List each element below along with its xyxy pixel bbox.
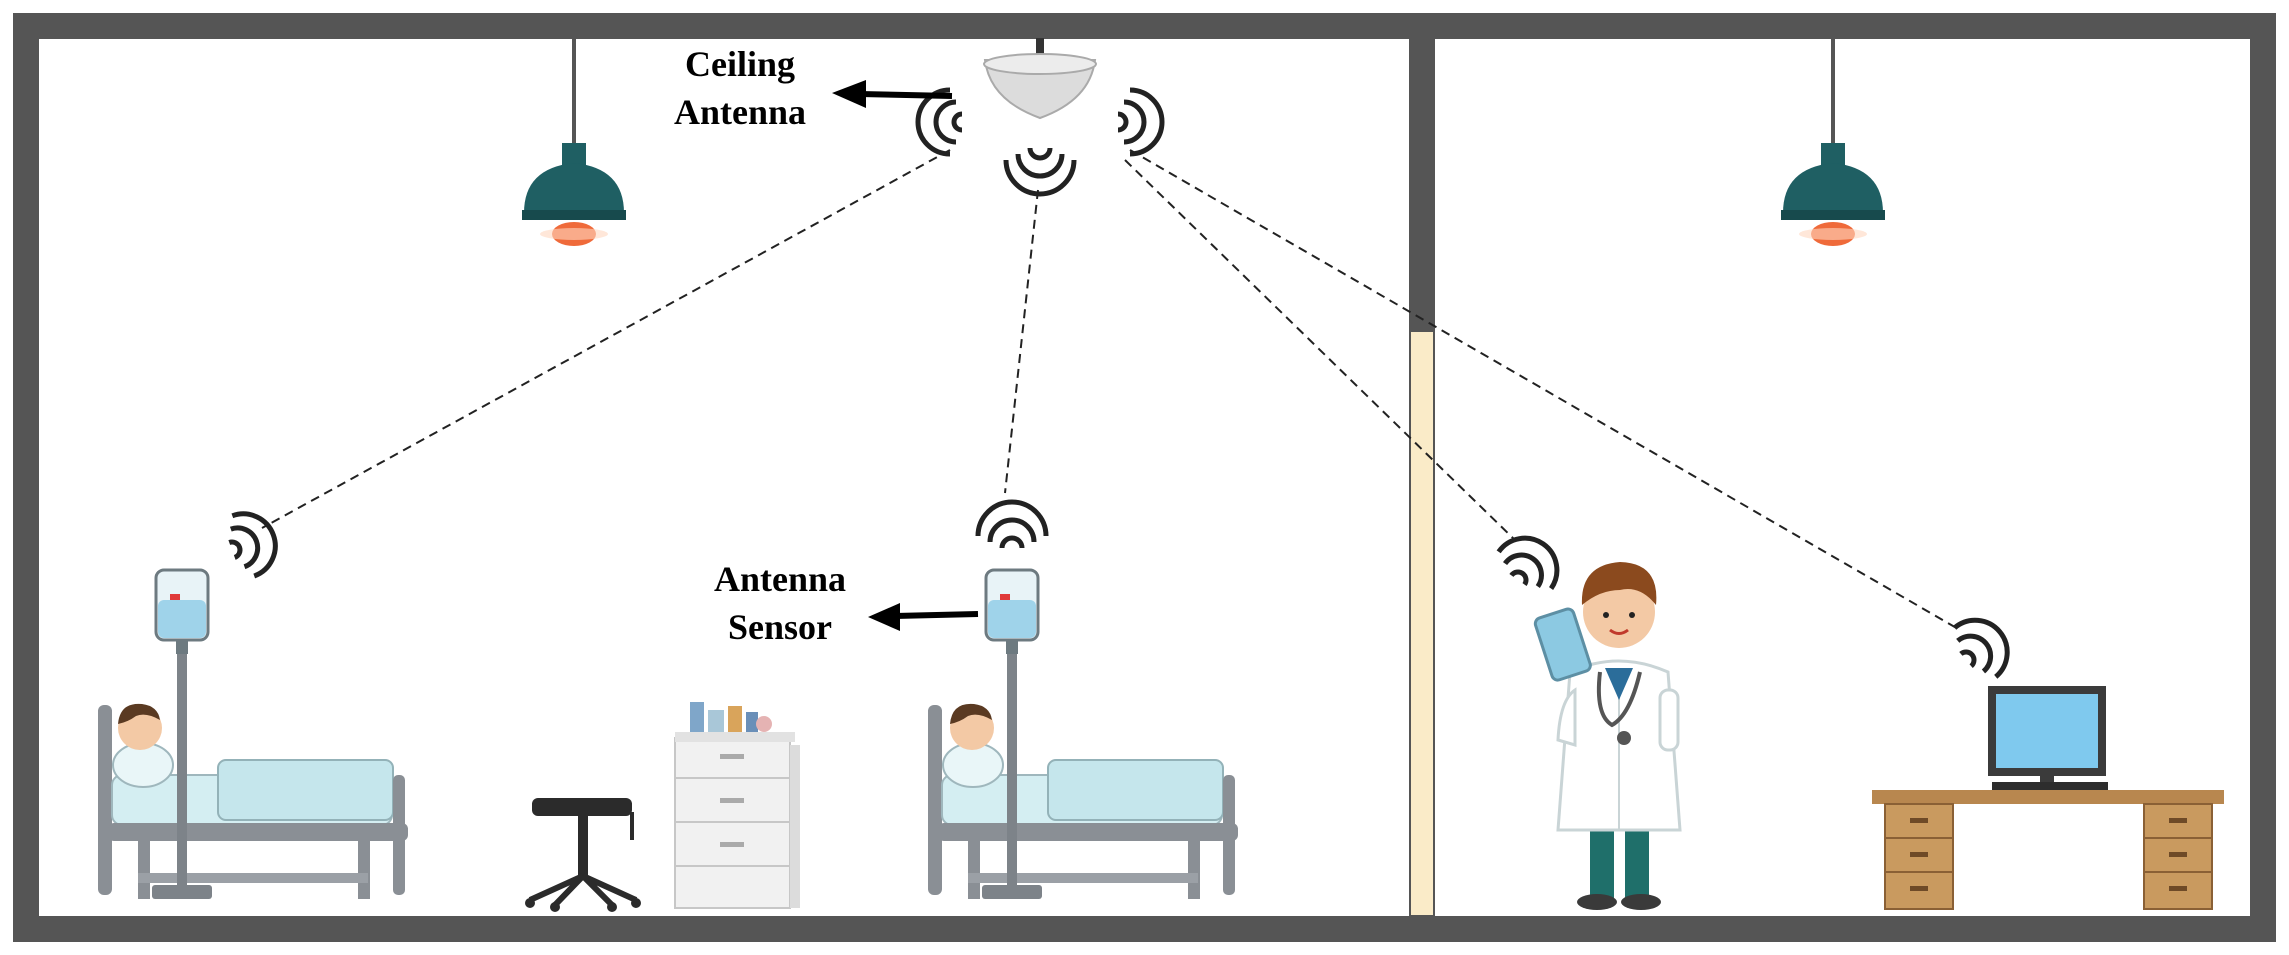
- signal-links: [261, 149, 1961, 631]
- wifi-signal-icon: [1945, 607, 2020, 684]
- room-walls: [13, 13, 2276, 942]
- wifi-signal-icon: [1492, 526, 1570, 599]
- tablet-icon: [1533, 607, 1592, 682]
- antenna-sensor-label-line2: Sensor: [727, 607, 832, 647]
- doctor-icon: [1533, 562, 1682, 910]
- ceiling-antenna-icon: [983, 38, 1097, 120]
- ceiling-antenna-label-line2: Antenna: [673, 92, 807, 132]
- wifi-signal-icon: [1118, 90, 1162, 154]
- door: [1409, 330, 1435, 917]
- patient-icon: [118, 703, 162, 750]
- wifi-signal-icon: [1006, 148, 1074, 194]
- monitor-icon: [1988, 686, 2108, 790]
- medicine-cabinet-icon: [674, 702, 800, 909]
- ceiling-antenna-label-line1: Ceiling: [684, 44, 795, 84]
- antenna-sensor-label-line1: Antenna: [713, 559, 847, 599]
- ceiling-lamp-icon: [520, 36, 628, 248]
- ceiling-lamp-icon: [1779, 36, 1887, 248]
- stool-icon: [525, 798, 641, 912]
- patient-icon: [950, 703, 994, 750]
- desk-icon: [1872, 790, 2224, 910]
- antenna-sensor-label: Antenna Sensor: [680, 555, 880, 651]
- arrow-icon: [868, 603, 979, 631]
- arrow-icon: [832, 80, 953, 108]
- ceiling-antenna-label: Ceiling Antenna: [640, 40, 840, 136]
- wifi-signal-icon: [918, 90, 962, 154]
- wifi-signal-icon: [221, 505, 284, 580]
- wifi-signal-icon: [978, 502, 1046, 548]
